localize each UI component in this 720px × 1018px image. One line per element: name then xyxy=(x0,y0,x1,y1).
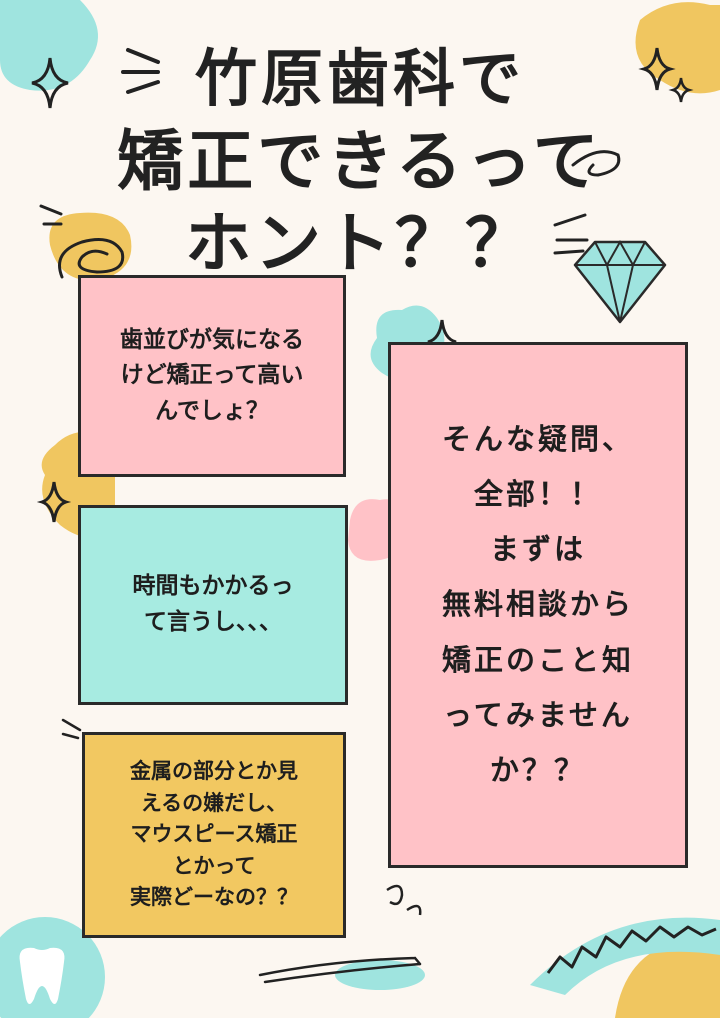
title-accent-left-icon xyxy=(121,48,160,94)
card-answer-line: か？？ xyxy=(489,752,586,787)
zigzag-arc xyxy=(530,917,720,995)
blob-gold-left xyxy=(49,212,132,281)
swirl-icon xyxy=(386,884,422,916)
card-metal-line: 金属の部分とか見 xyxy=(130,759,298,784)
sparkle-icon xyxy=(36,481,72,523)
blob-gold-bottom-right xyxy=(615,935,720,1018)
card-time-line: 時間もかかるっ xyxy=(132,573,294,600)
card-time-line: て言うし、、、 xyxy=(144,609,282,635)
title-line-2: 矯正できるって xyxy=(117,123,603,200)
card-metal-line: 実際どーなの？？ xyxy=(130,885,298,910)
card-answer-line: 無料相談から xyxy=(441,587,634,622)
blob-teal-bottom-mid xyxy=(335,960,425,990)
card-price-line: んでしょ？ xyxy=(155,397,269,424)
blob-gold-top-right xyxy=(635,2,720,94)
sparkle-icon xyxy=(31,57,69,109)
card-price-line: けど矯正って高い xyxy=(120,362,304,389)
diamond-icon xyxy=(573,239,667,324)
card-answer-line: 矯正のこと知 xyxy=(441,642,634,677)
title-accent-right-icon xyxy=(553,213,589,255)
card-metal-worry: 金属の部分とか見 えるの嫌だし、 マウスピース矯正 とかって 実際どーなの？？ xyxy=(82,732,346,938)
card-metal-line: マウスピース矯正 xyxy=(130,822,298,847)
accent-marks-icon xyxy=(61,718,82,740)
card-answer-line: そんな疑問、 xyxy=(441,422,634,457)
card-time-worry: 時間もかかるっ て言うし、、、 xyxy=(78,505,348,705)
scribble-line-icon xyxy=(258,956,422,984)
card-metal-line: とかって xyxy=(172,853,256,878)
sparkle-icon xyxy=(638,47,676,91)
card-price-worry: 歯並びが気になる けど矯正って高い んでしょ？ xyxy=(78,275,346,477)
title-underline-swirl-icon xyxy=(571,150,621,177)
title-line-3: ホント？？ xyxy=(185,205,535,282)
blob-teal-top-left xyxy=(0,0,98,91)
title-accent-small-icon xyxy=(39,204,63,226)
swirl-icon xyxy=(58,238,125,279)
card-answer: そんな疑問、 全部！！ まずは 無料相談から 矯正のこと知 ってみません か？？ xyxy=(388,342,688,868)
tooth-icon xyxy=(19,947,65,1004)
sparkle-icon xyxy=(668,77,694,103)
title-line-1: 竹原歯科で xyxy=(194,42,525,115)
card-answer-line: 全部！！ xyxy=(473,477,602,512)
card-metal-line: えるの嫌だし、 xyxy=(140,790,288,815)
card-answer-line: まずは xyxy=(489,532,586,567)
card-answer-line: ってみません xyxy=(443,697,633,732)
card-price-line: 歯並びが気になる xyxy=(120,326,304,353)
